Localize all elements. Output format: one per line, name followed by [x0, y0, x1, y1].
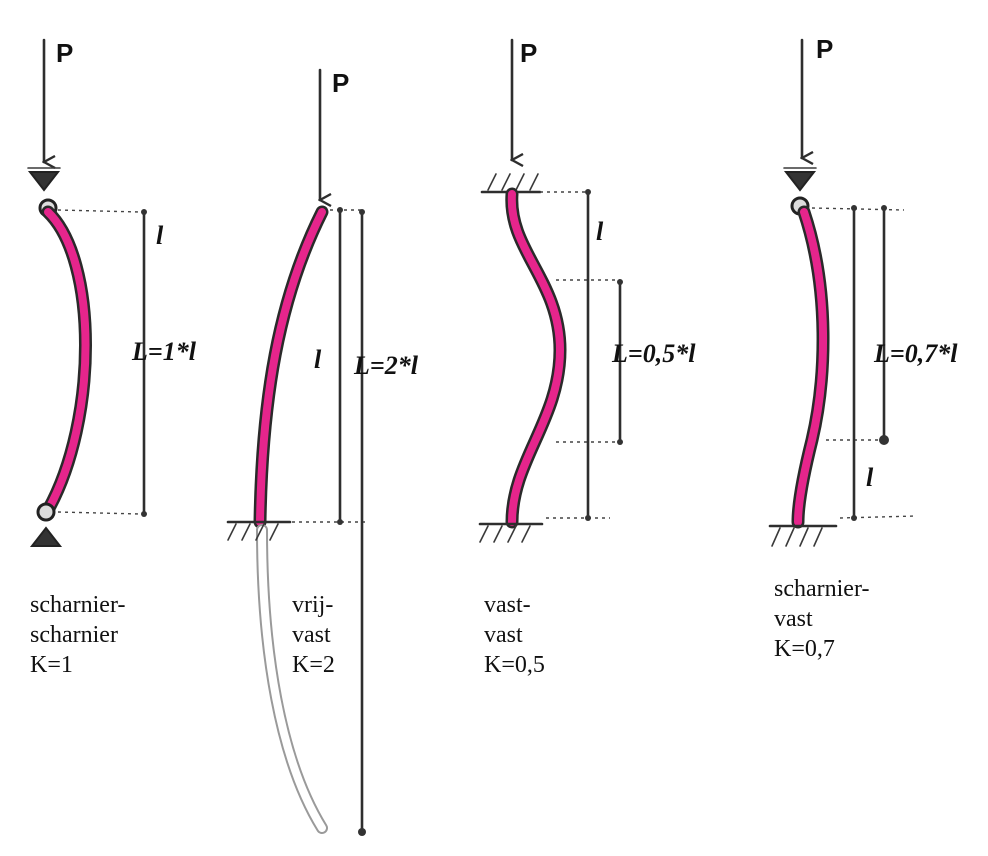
length-label-1: l [156, 221, 164, 250]
load-label-2: P [332, 68, 349, 98]
length-label-3: l [596, 217, 604, 246]
dim-dot-bottom-3b [617, 439, 623, 445]
length-label-4: l [866, 463, 874, 492]
column-3-fixed-fixed: P l L=0,5*l [478, 38, 696, 543]
ghost-mirror-column-inner [258, 526, 326, 832]
caption-column-1: scharnier- scharnier K=1 [30, 590, 125, 680]
dim-dot-top-4a [851, 205, 857, 211]
load-label-1: P [56, 38, 73, 68]
dim-ext-top-4 [811, 207, 905, 211]
pin-support-top-icon [27, 171, 61, 192]
pin-support-bottom-icon [29, 526, 63, 547]
hinge-bottom-icon [36, 502, 56, 522]
dim-ext-top-1 [57, 209, 141, 213]
fixed-support-bottom-4-icon [768, 524, 838, 547]
dim-dot-bottom-1 [141, 511, 147, 517]
caption-2-line-1: vrij- [292, 592, 334, 618]
caption-1-line-1: scharnier- [30, 592, 126, 618]
caption-4-line-3: K=0,7 [774, 636, 835, 662]
caption-1-line-2: scharnier [30, 622, 118, 648]
dim-dot-top-2b [359, 209, 365, 215]
effective-length-label-3: L=0,5*l [611, 339, 696, 368]
buckled-column-3-fill [507, 190, 565, 526]
caption-3-line-1: vast- [484, 592, 531, 618]
pin-support-top-4-icon [783, 171, 817, 192]
dim-dot-top-1 [141, 209, 147, 215]
length-label-2: l [314, 345, 322, 374]
dim-ext-bottom-1 [57, 511, 141, 515]
dim-dot-top-3a [585, 189, 591, 195]
dim-dot-top-3b [617, 279, 623, 285]
caption-2-line-2: vast [292, 622, 331, 648]
buckled-column-1-fill [44, 208, 90, 514]
caption-2-line-3: K=2 [292, 652, 335, 678]
dim-dot-bottom-2b [358, 828, 366, 836]
dim-dot-bottom-4b [879, 435, 889, 445]
caption-column-3: vast- vast K=0,5 [484, 590, 545, 680]
caption-4-line-2: vast [774, 606, 813, 632]
fixed-support-bottom-3-icon [478, 522, 544, 543]
buckled-column-2-fill [256, 208, 326, 526]
effective-length-label-1: L=1*l [131, 337, 197, 366]
dim-dot-bottom-4a [851, 515, 857, 521]
caption-4-line-1: scharnier- [774, 576, 870, 602]
effective-length-label-2: L=2*l [353, 351, 419, 380]
load-label-4: P [816, 34, 833, 64]
effective-length-label-4: L=0,7*l [873, 339, 958, 368]
caption-column-2: vrij- vast K=2 [292, 590, 335, 680]
caption-1-line-3: K=1 [30, 652, 73, 678]
column-4-pinned-fixed: P l L=0,7*l [768, 34, 958, 547]
caption-3-line-2: vast [484, 622, 523, 648]
buckled-column-4-fill [794, 208, 827, 526]
caption-3-line-3: K=0,5 [484, 652, 545, 678]
dim-dot-top-4b [881, 205, 887, 211]
dim-dot-top-2a [337, 207, 343, 213]
dim-dot-bottom-2a [337, 519, 343, 525]
load-label-3: P [520, 38, 537, 68]
column-1-pinned-pinned: P l L=1*l [27, 38, 197, 547]
fixed-support-bottom-2-icon [226, 520, 292, 541]
caption-column-4: scharnier- vast K=0,7 [774, 574, 869, 664]
dim-dot-bottom-3a [585, 515, 591, 521]
column-2-free-fixed: P l L=2*l [226, 68, 419, 836]
dim-ext-bottom-4 [839, 515, 917, 519]
